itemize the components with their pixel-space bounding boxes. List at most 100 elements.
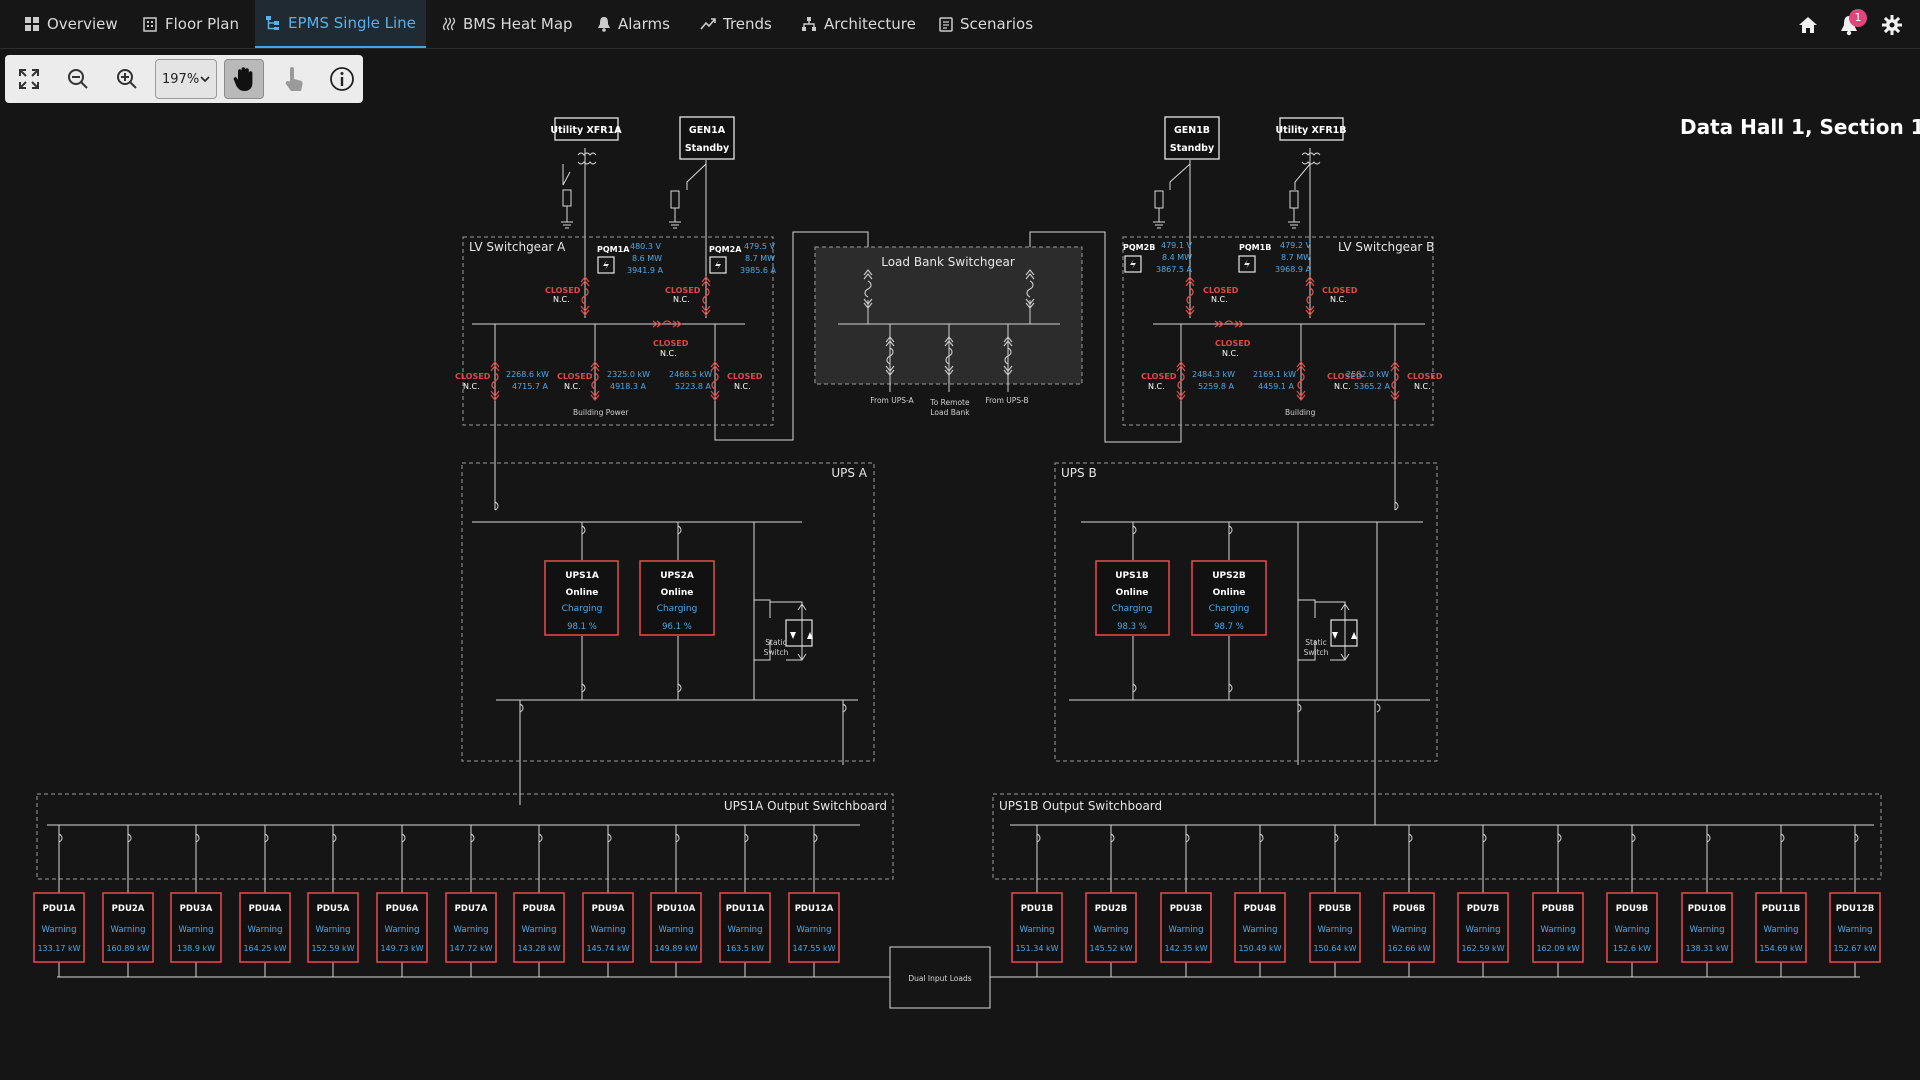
pan-tool-button[interactable]: [224, 59, 264, 99]
home-icon[interactable]: [1797, 14, 1819, 36]
breaker-tie-b[interactable]: CLOSED N.C.: [1214, 320, 1251, 358]
breaker-main-b1[interactable]: CLOSED N.C.: [1185, 276, 1239, 316]
pdu-kw: 147.72 kW: [449, 944, 492, 953]
breaker-feeder-a3[interactable]: CLOSED N.C. 2468.5 kW 5223.8 A: [669, 361, 763, 401]
zoom-in-button[interactable]: [107, 59, 147, 99]
source-utility-xfr1b[interactable]: Utility XFR1B: [1275, 117, 1347, 141]
breaker-feeder-b3[interactable]: CLOSED N.C. 2582.0 kW 5365.2 A: [1346, 361, 1443, 401]
ups-name: UPS1A: [565, 571, 599, 581]
tab-architecture[interactable]: Architecture: [801, 0, 916, 48]
pdu-name: PDU2B: [1095, 904, 1128, 914]
pdu-name: PDU11A: [726, 904, 765, 914]
meter-pqm2b[interactable]: PQM2B 479.1 V 8.4 MW 3867.5 A: [1123, 241, 1193, 274]
static-switch-b[interactable]: Static Switch: [1304, 603, 1358, 661]
pdu-status: Warning: [1392, 925, 1427, 935]
breaker-feeder-b1[interactable]: CLOSED N.C. 2484.3 kW 5259.8 A: [1141, 361, 1235, 401]
pdu-name: PDU10A: [657, 904, 696, 914]
zoom-out-button[interactable]: [58, 59, 98, 99]
tab-scenarios[interactable]: Scenarios: [939, 0, 1033, 48]
dual-loads-label: Dual Input Loads: [908, 974, 971, 983]
breaker-main-b2[interactable]: CLOSED N.C.: [1305, 276, 1358, 316]
ups-module-ups1b[interactable]: UPS1B Online Charging 98.3 %: [1095, 560, 1170, 636]
breaker-feeder-b2[interactable]: CLOSED N.C. 2169.1 kW 4459.1 A: [1253, 361, 1363, 401]
top-nav: Overview Floor Plan EPMS Single Line BMS…: [0, 0, 1920, 49]
heat-waves-icon: [442, 17, 456, 31]
gear-icon[interactable]: [1881, 14, 1903, 36]
ups-module-ups2a[interactable]: UPS2A Online Charging 96.1 %: [639, 560, 715, 636]
ups-name: UPS2A: [660, 571, 694, 581]
load-bank-frame: [814, 246, 1083, 385]
load-bank-label: From UPS-B: [985, 396, 1028, 405]
breaker-state: CLOSED: [1141, 372, 1177, 381]
pdu-status: Warning: [522, 925, 557, 935]
tab-epms-single-line[interactable]: EPMS Single Line: [255, 0, 426, 48]
ups-module-ups2b[interactable]: UPS2B Online Charging 98.7 %: [1191, 560, 1267, 636]
tab-overview[interactable]: Overview: [24, 0, 118, 48]
breaker-main-a2[interactable]: CLOSED N.C.: [665, 276, 711, 316]
zoom-select[interactable]: 197%: [155, 59, 217, 99]
breaker-tie-a[interactable]: CLOSED N.C.: [652, 320, 689, 358]
tab-floor-plan[interactable]: Floor Plan: [142, 0, 239, 48]
tab-bms-heat-map[interactable]: BMS Heat Map: [442, 0, 573, 48]
breaker-mode: N.C.: [660, 349, 677, 358]
breaker-main-a1[interactable]: CLOSED N.C.: [545, 276, 590, 316]
fit-screen-button[interactable]: [9, 59, 49, 99]
pdu-name: PDU6A: [386, 904, 419, 914]
info-button[interactable]: [322, 59, 362, 99]
meter-pqm1a[interactable]: PQM1A 480.3 V 8.6 MW 3941.9 A: [597, 242, 664, 275]
meter-pqm1b[interactable]: PQM1B 479.2 V 8.7 MW 3968.9 A: [1238, 241, 1312, 274]
select-tool-button[interactable]: [273, 59, 313, 99]
info-icon: [330, 67, 354, 91]
pointer-hand-icon: [285, 67, 303, 91]
pdu-kw: 145.52 kW: [1089, 944, 1132, 953]
source-label: Utility XFR1B: [1275, 125, 1346, 136]
ups-module-ups1a[interactable]: UPS1A Online Charging 98.1 %: [544, 560, 619, 636]
feeder-amps: 4459.1 A: [1258, 382, 1295, 391]
source-gen1b[interactable]: GEN1B Standby: [1164, 116, 1220, 160]
tab-label: Trends: [723, 15, 772, 33]
source-utility-xfr1a[interactable]: Utility XFR1A: [550, 117, 622, 141]
meter-pqm2a[interactable]: PQM2A 479.5 V 8.7 MW 3985.6 A: [709, 242, 777, 275]
breaker-mode: N.C.: [564, 382, 581, 391]
dual-input-loads[interactable]: Dual Input Loads: [889, 946, 991, 1009]
pdu-name: PDU7B: [1467, 904, 1500, 914]
ups-status: Online: [661, 588, 694, 598]
swgr-b-footer: Building: [1285, 408, 1316, 417]
bell-icon: [598, 17, 610, 32]
breaker-mode: N.C.: [1211, 295, 1228, 304]
pdu-kw: 162.66 kW: [1387, 944, 1430, 953]
source-gen1a[interactable]: GEN1A Standby: [679, 116, 735, 160]
breaker-feeder-a1[interactable]: CLOSED N.C. 2268.6 kW 4715.7 A: [455, 361, 549, 401]
static-switch-a[interactable]: Static Switch: [764, 603, 813, 661]
breaker-feeder-a2[interactable]: CLOSED N.C. 2325.0 kW 4918.3 A: [557, 361, 650, 401]
tab-alarms[interactable]: Alarms: [597, 0, 670, 48]
pdu-kw: 162.59 kW: [1461, 944, 1504, 953]
ups-percent: 98.7 %: [1214, 622, 1244, 632]
tab-trends[interactable]: Trends: [700, 0, 772, 48]
enclosures: [36, 236, 1882, 880]
